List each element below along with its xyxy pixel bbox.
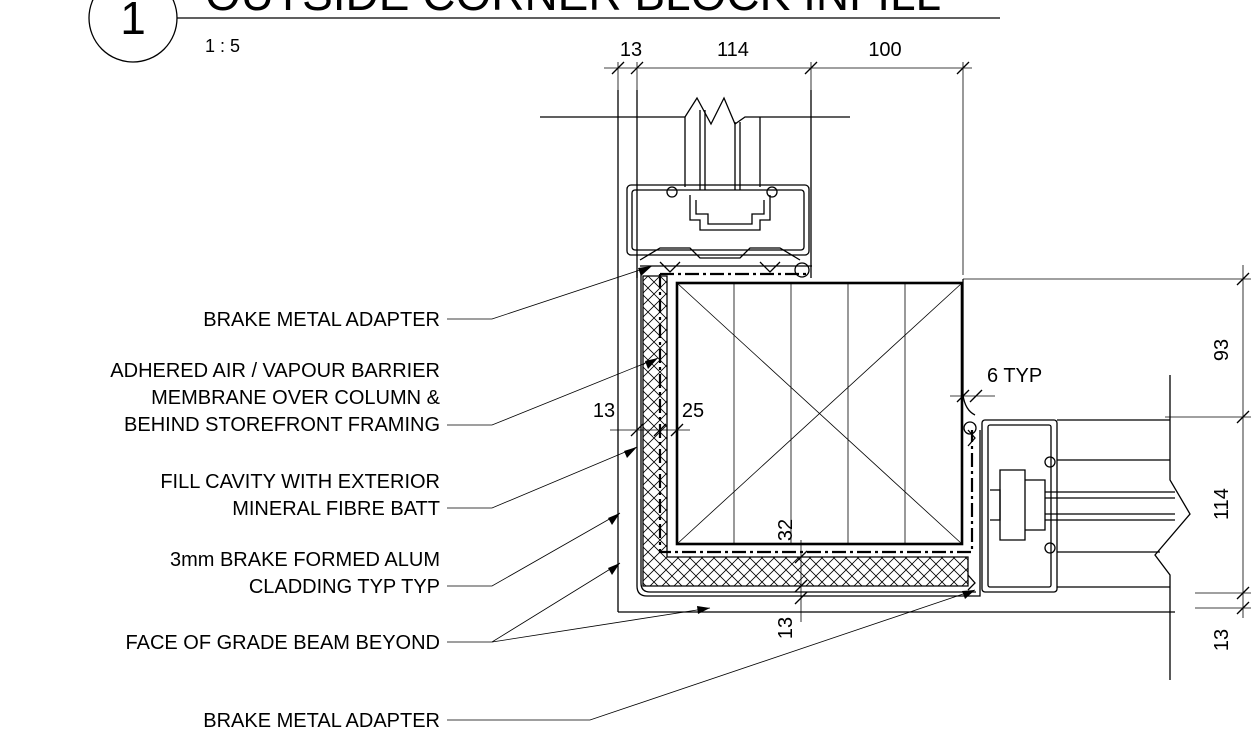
dim-insul-32: 32 bbox=[775, 519, 797, 541]
bottom-vertical-dimension: 32 13 bbox=[775, 519, 808, 639]
dim-top-114: 114 bbox=[717, 39, 749, 61]
label-cladding-2: CLADDING TYP TYP bbox=[249, 576, 440, 598]
label-air-barrier-1: ADHERED AIR / VAPOUR BARRIER bbox=[110, 360, 440, 382]
dim-top-13: 13 bbox=[620, 39, 642, 61]
dim-gap-6-typ: 6 TYP bbox=[987, 365, 1042, 387]
right-storefront-framing bbox=[962, 279, 1191, 680]
label-brake-metal-adapter-1: BRAKE METAL ADAPTER bbox=[203, 309, 440, 331]
right-dimension-string: 93 114 13 bbox=[963, 265, 1251, 651]
steel-column bbox=[675, 281, 964, 546]
upper-storefront-framing bbox=[540, 90, 850, 612]
dim-right-93: 93 bbox=[1211, 339, 1233, 361]
title-block: 1 OUTSIDE CORNER BLOCK INFILL 1 : 5 bbox=[88, 0, 1000, 63]
label-air-barrier-2: MEMBRANE OVER COLUMN & bbox=[151, 387, 441, 409]
notes: BRAKE METAL ADAPTER ADHERED AIR / VAPOUR… bbox=[110, 309, 440, 732]
dim-top-100: 100 bbox=[868, 39, 901, 61]
detail-number: 1 bbox=[120, 0, 146, 44]
dim-cavity-25: 25 bbox=[682, 400, 704, 422]
detail-scale: 1 : 5 bbox=[205, 36, 240, 56]
dim-cavity-13: 13 bbox=[593, 400, 615, 422]
leaders bbox=[447, 265, 976, 721]
label-brake-metal-adapter-2: BRAKE METAL ADAPTER bbox=[203, 710, 440, 732]
label-fill-cavity-1: FILL CAVITY WITH EXTERIOR bbox=[160, 471, 440, 493]
label-grade-beam: FACE OF GRADE BEAM BEYOND bbox=[125, 632, 440, 654]
top-dimension-string: 13 114 100 bbox=[604, 39, 972, 275]
dim-right-13: 13 bbox=[1211, 629, 1233, 651]
cavity-dimension: 13 25 bbox=[593, 400, 704, 437]
mineral-fibre-insulation bbox=[642, 275, 969, 587]
label-cladding-1: 3mm BRAKE FORMED ALUM bbox=[170, 549, 440, 571]
alum-cladding bbox=[618, 270, 1175, 613]
label-air-barrier-3: BEHIND STOREFRONT FRAMING bbox=[124, 414, 440, 436]
dim-clad-13: 13 bbox=[775, 617, 797, 639]
detail-title: OUTSIDE CORNER BLOCK INFILL bbox=[205, 0, 941, 20]
air-vapour-barrier bbox=[658, 272, 974, 554]
gap-dimension: 6 TYP bbox=[950, 365, 1042, 403]
label-fill-cavity-2: MINERAL FIBRE BATT bbox=[232, 498, 440, 520]
dim-right-114: 114 bbox=[1211, 488, 1233, 520]
